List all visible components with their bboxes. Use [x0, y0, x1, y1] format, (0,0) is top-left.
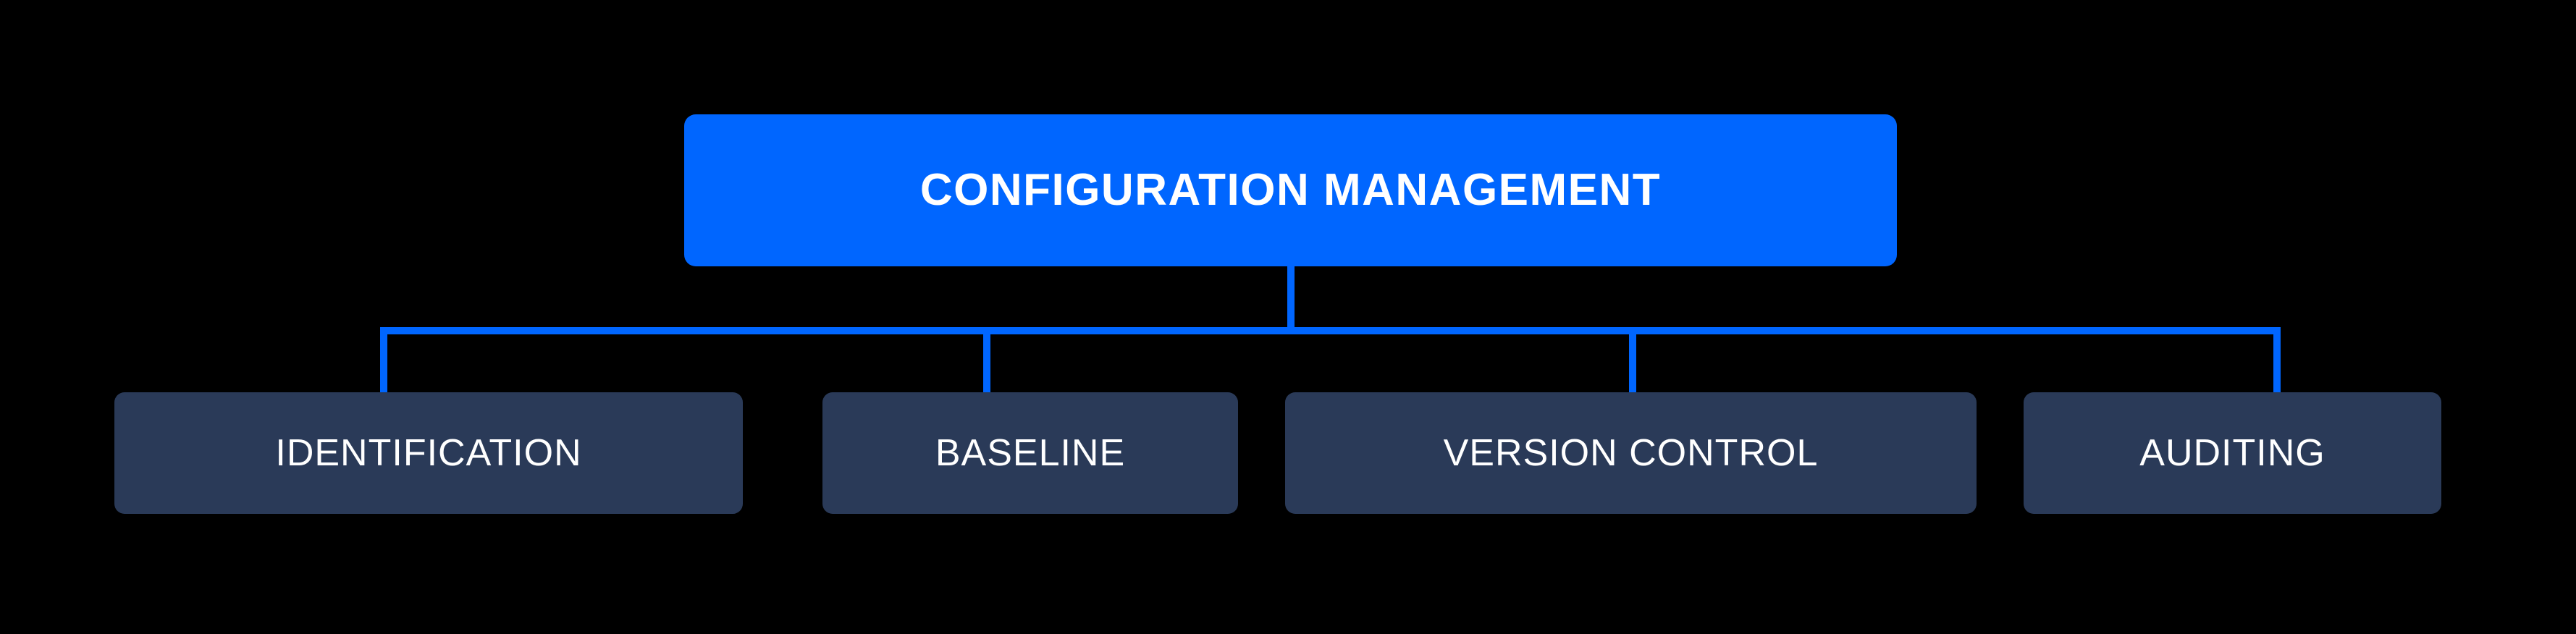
- connector-drop-version-control: [1629, 327, 1636, 395]
- child-node-label-identification: IDENTIFICATION: [275, 432, 582, 474]
- connector-drop-baseline: [983, 327, 990, 395]
- child-node-label-version-control: VERSION CONTROL: [1443, 432, 1819, 474]
- connector-drop-identification: [380, 327, 387, 395]
- connector-horizontal-bus: [380, 327, 2281, 334]
- connector-root-stem: [1287, 266, 1295, 334]
- child-node-auditing[interactable]: AUDITING: [2024, 392, 2441, 514]
- child-node-baseline[interactable]: BASELINE: [822, 392, 1238, 514]
- connector-drop-auditing: [2273, 327, 2281, 395]
- root-node-label: CONFIGURATION MANAGEMENT: [919, 165, 1662, 215]
- child-node-label-auditing: AUDITING: [2139, 432, 2325, 474]
- child-node-label-baseline: BASELINE: [935, 432, 1126, 474]
- child-node-identification[interactable]: IDENTIFICATION: [114, 392, 743, 514]
- child-node-version-control[interactable]: VERSION CONTROL: [1285, 392, 1977, 514]
- root-node-configuration-management[interactable]: CONFIGURATION MANAGEMENT: [684, 114, 1897, 266]
